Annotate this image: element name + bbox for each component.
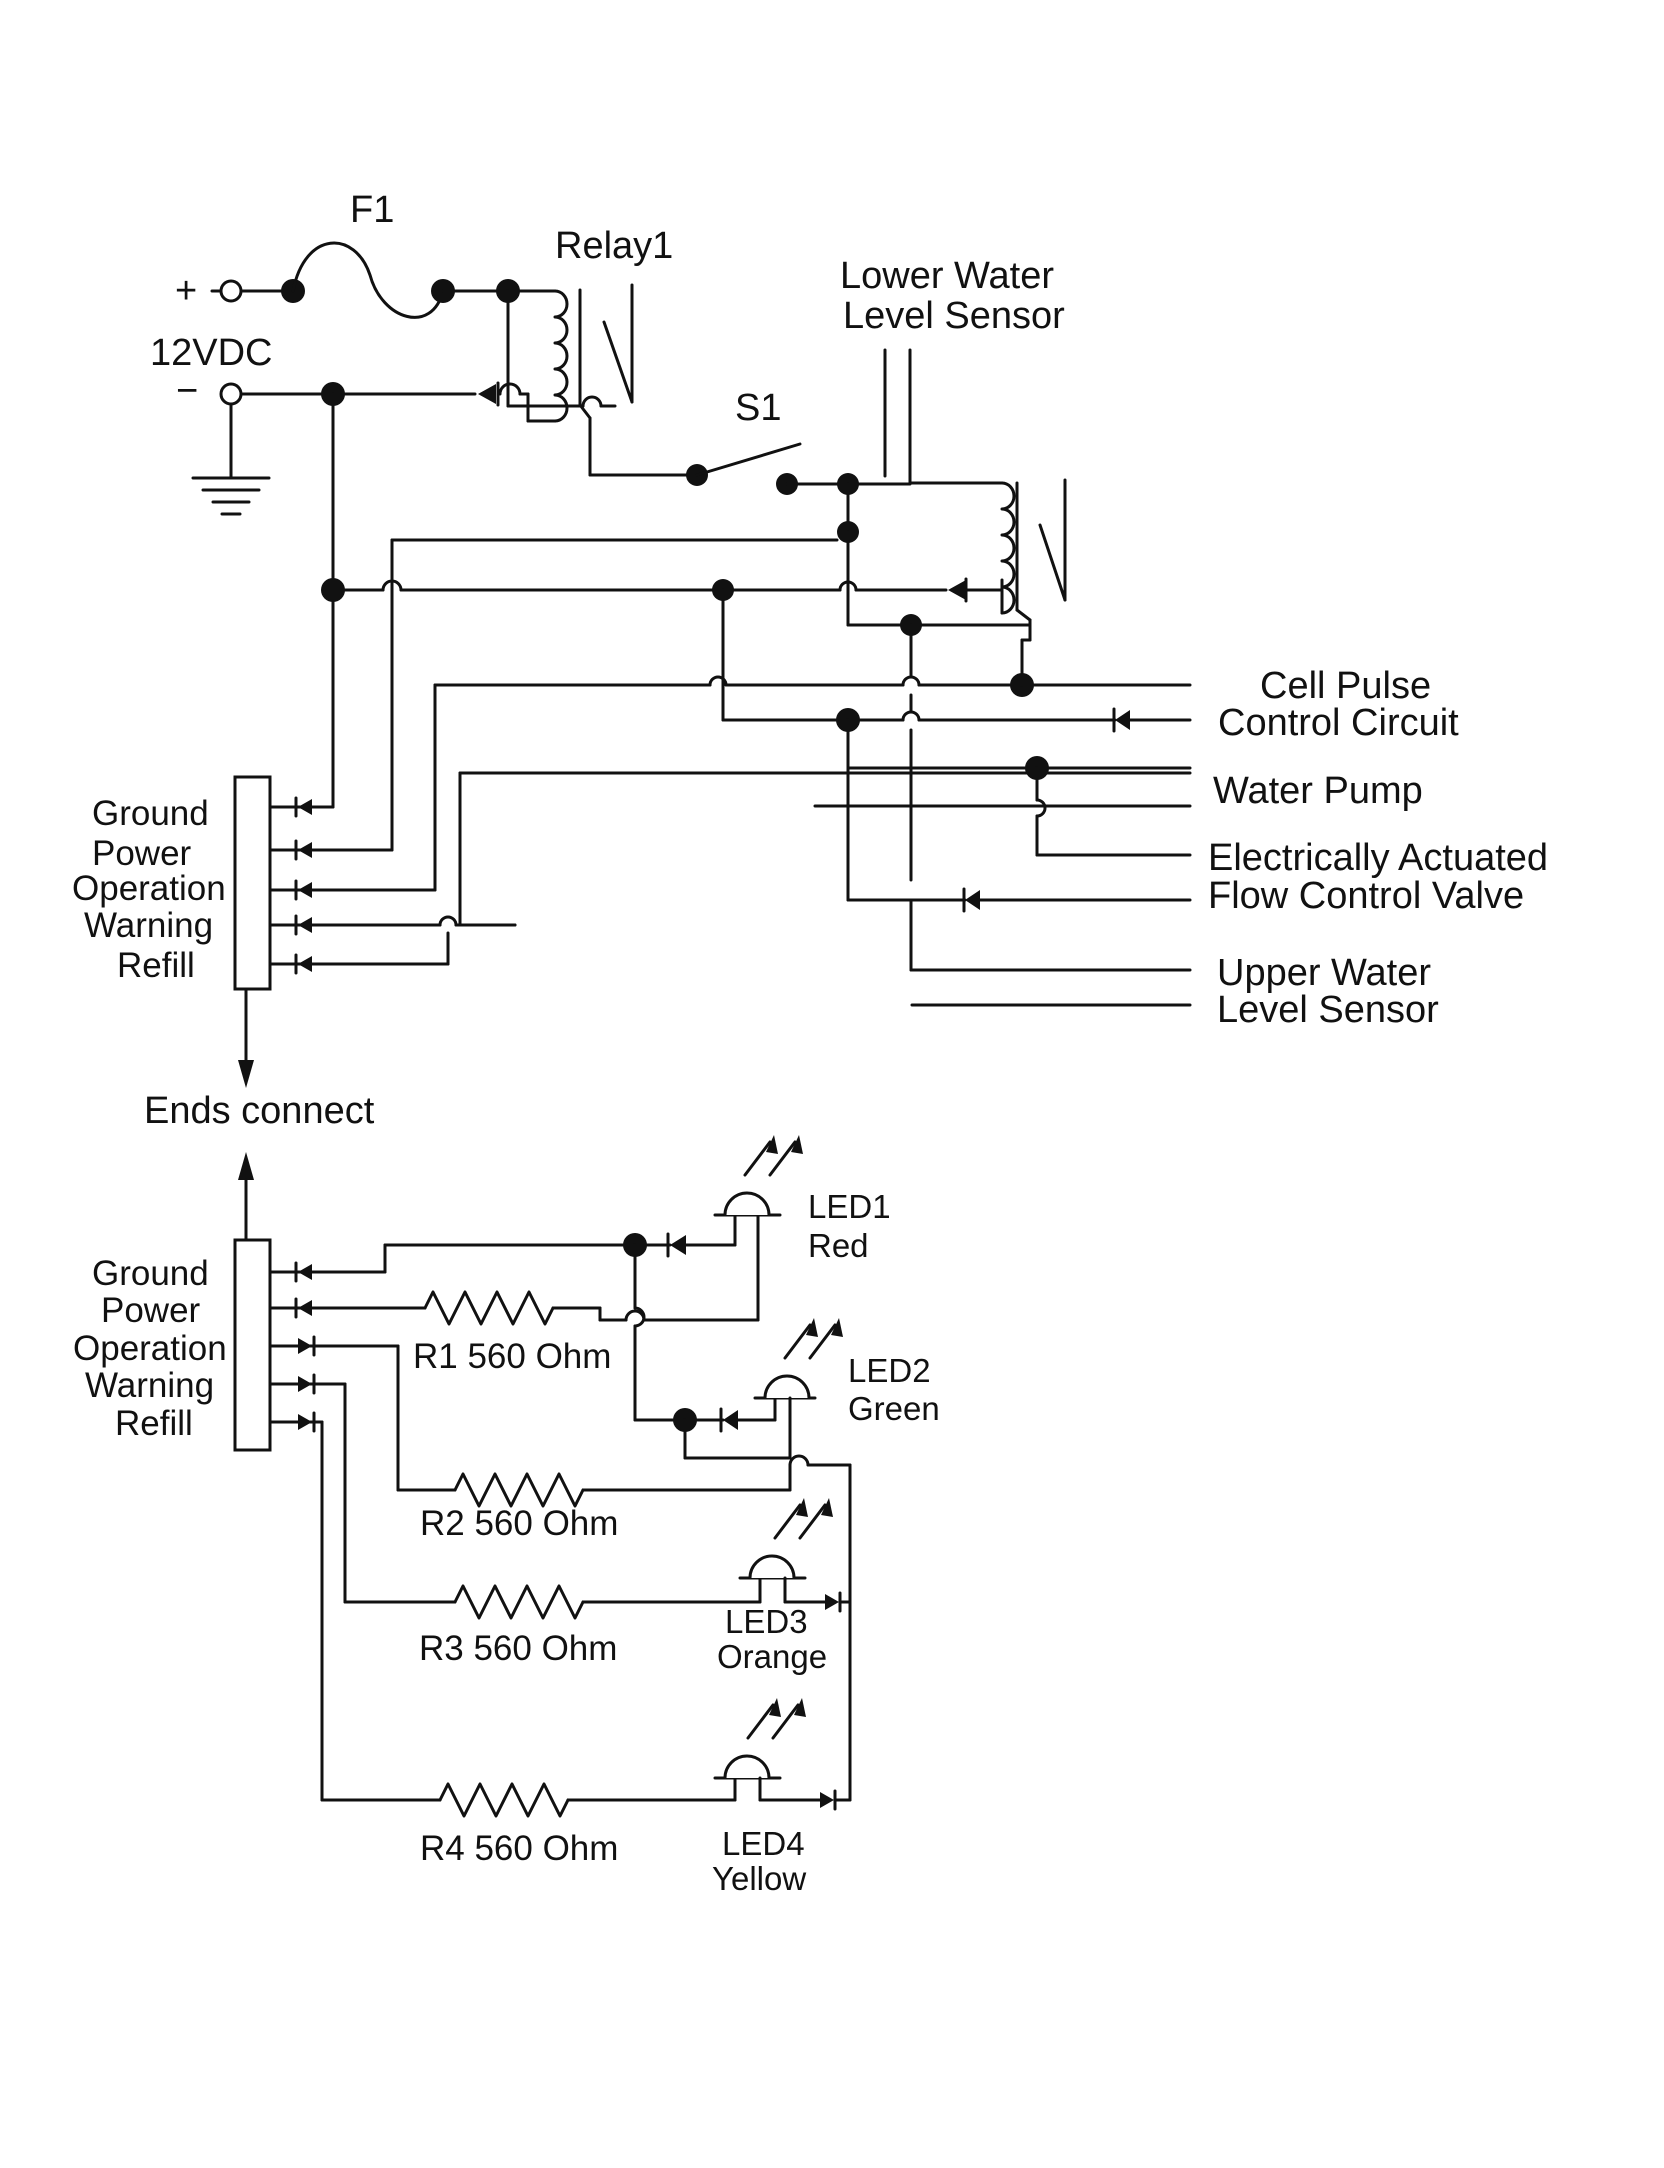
control-wiring (321, 521, 1032, 636)
power-input: + 12VDC − (150, 270, 477, 516)
switch-label: S1 (735, 387, 781, 429)
top-label-ground: Ground (92, 794, 209, 833)
water-pump-label: Water Pump (1213, 770, 1423, 812)
relay2-coil (1000, 481, 1016, 615)
minus-terminal (219, 382, 243, 406)
r4-label: R4 560 Ohm (420, 1829, 618, 1868)
led2-name: LED2 (848, 1352, 931, 1389)
connector-top-body (233, 775, 272, 991)
plus-terminal-label: + (175, 270, 197, 312)
supply-voltage-label: 12VDC (150, 332, 273, 374)
led4-name: LED4 (722, 1825, 805, 1862)
plus-terminal (219, 279, 243, 303)
output-wiring (458, 588, 1192, 1007)
resistor-r1: R1 560 Ohm (268, 1213, 760, 1376)
left-feed-wires (321, 382, 1192, 927)
bottom-label-power: Power (101, 1291, 201, 1330)
connector-block-top: Ground Power Operation Warning Refill (72, 775, 517, 991)
relay-2 (908, 478, 1067, 642)
relay2-diode (948, 580, 966, 600)
ground-symbol (191, 476, 271, 516)
lower-sensor-line1: Lower Water (840, 255, 1054, 297)
connector-top-pins (294, 796, 312, 975)
connector-bottom-body (233, 1238, 272, 1452)
ends-connect-label: Ends connect (144, 1090, 375, 1132)
valve-line2: Flow Control Valve (1208, 875, 1524, 917)
top-label-operation: Operation (72, 869, 226, 908)
connector-block-bottom: Ground Power Operation Warning Refill (73, 1238, 316, 1452)
switch-s1: S1 (588, 387, 859, 495)
led1-name: LED1 (808, 1188, 891, 1225)
resistor-r3: R3 560 Ohm (268, 1382, 762, 1668)
led3-name: LED3 (725, 1603, 808, 1640)
ends-connect: Ends connect (144, 987, 375, 1250)
right-labels: Cell Pulse Control Circuit Water Pump El… (1208, 665, 1548, 1031)
led3-color: Orange (717, 1638, 827, 1675)
led1: LED1 Red (713, 1135, 891, 1264)
fuse-label: F1 (350, 189, 394, 231)
valve-line1: Electrically Actuated (1208, 837, 1548, 879)
lower-sensor-line2: Level Sensor (843, 295, 1065, 337)
top-label-power: Power (92, 834, 192, 873)
led3: LED3 Orange (717, 1498, 852, 1675)
bottom-label-operation: Operation (73, 1329, 227, 1368)
led1-color: Red (808, 1227, 869, 1264)
resistor-r4: R4 560 Ohm (268, 1420, 737, 1868)
led4-color: Yellow (712, 1860, 806, 1897)
relay-1: Relay1 (478, 225, 673, 477)
led2-color: Green (848, 1390, 940, 1427)
led2: LED2 Green (753, 1318, 940, 1460)
lower-level-sensor: Lower Water Level Sensor (840, 255, 1065, 582)
upper-sensor-line2: Level Sensor (1217, 989, 1439, 1031)
bottom-label-warning: Warning (85, 1366, 214, 1405)
cell-pulse-line2: Control Circuit (1218, 702, 1459, 744)
bottom-label-ground: Ground (92, 1254, 209, 1293)
minus-terminal-label: − (176, 370, 198, 412)
top-label-warning: Warning (84, 906, 213, 945)
fuse-f1: F1 (281, 189, 520, 319)
upper-sensor-line1: Upper Water (1217, 952, 1431, 994)
r2-label: R2 560 Ohm (420, 1504, 618, 1543)
r1-label: R1 560 Ohm (413, 1337, 611, 1376)
relay1-diode (478, 384, 496, 404)
bottom-label-refill: Refill (115, 1404, 193, 1443)
cell-pulse-diode (1115, 710, 1130, 730)
led-ground-wiring (268, 1232, 792, 1460)
valve-diode (965, 890, 980, 910)
relay-label: Relay1 (555, 225, 673, 267)
r3-label: R3 560 Ohm (419, 1629, 617, 1668)
led4: LED4 Yellow (712, 1600, 852, 1897)
cell-pulse-line1: Cell Pulse (1260, 665, 1431, 707)
resistor-r2: R2 560 Ohm (268, 1344, 852, 1604)
top-label-refill: Refill (117, 946, 195, 985)
relay1-coil (553, 289, 569, 423)
